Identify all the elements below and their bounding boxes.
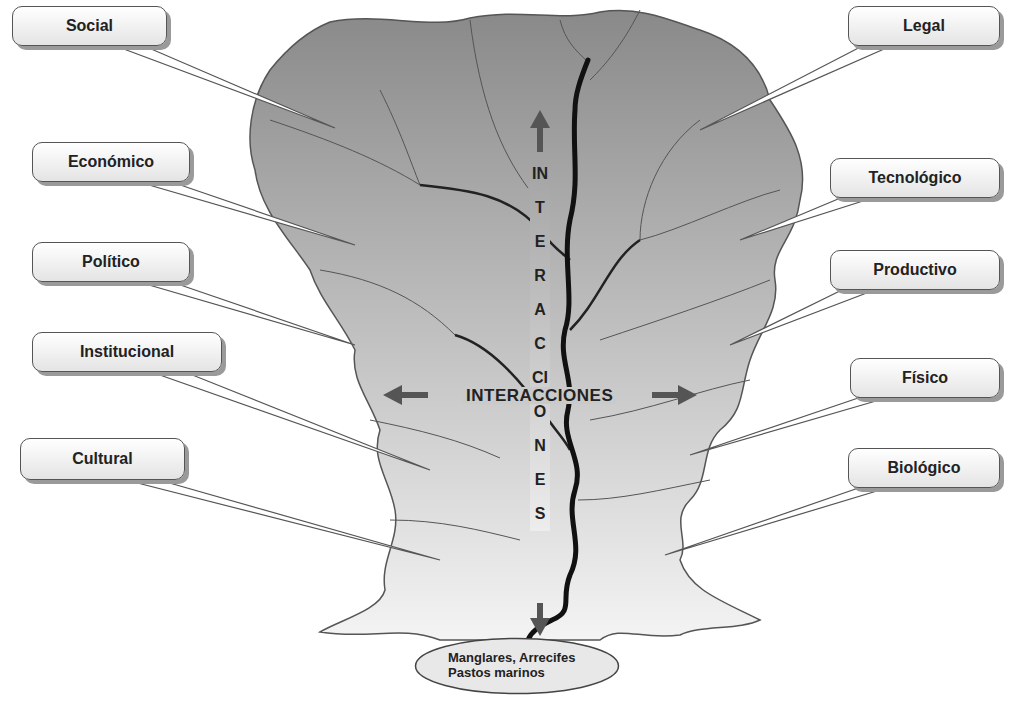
dimension-name: Productivo xyxy=(873,261,957,279)
dimension-name: Institucional xyxy=(80,343,174,361)
minor-streams xyxy=(270,10,780,540)
dimension-name: Social xyxy=(66,17,113,35)
dimension-callout: Biológico xyxy=(848,448,1000,488)
text-holder: Productivo xyxy=(873,261,957,279)
text-holder: Cultural xyxy=(72,450,132,468)
dimension-callout: Social xyxy=(12,6,167,46)
dimension-name: Legal xyxy=(903,17,945,35)
interaction-arrows xyxy=(383,110,697,636)
text-holder: Económico xyxy=(68,153,154,171)
text-holder: Manglares, Arrecifes Pastos marinos xyxy=(448,651,604,681)
dimension-callout: Político xyxy=(32,242,190,282)
horizontal-interactions-label: INTERACCIONES xyxy=(462,387,617,404)
text-holder: Político xyxy=(82,253,140,271)
callout-tails xyxy=(105,42,900,560)
dimension-callout: Cultural xyxy=(20,438,185,480)
text-holder: Social xyxy=(66,17,113,35)
dimension-name: Biológico xyxy=(888,459,961,477)
text-holder: Tecnológico xyxy=(868,169,961,187)
text-holder: Biológico xyxy=(888,459,961,477)
dimension-name: Tecnológico xyxy=(868,169,961,187)
ecosystem-text: Manglares, Arrecifes Pastos marinos xyxy=(448,651,604,681)
dimension-callout: Institucional xyxy=(32,332,222,372)
watershed-outline xyxy=(250,11,803,640)
dimension-callout: Legal xyxy=(848,6,1000,46)
ellipse-shape xyxy=(416,639,619,694)
dimension-name: Cultural xyxy=(72,450,132,468)
dimension-name: Político xyxy=(82,253,140,271)
main-river xyxy=(528,60,588,640)
text-holder: Físico xyxy=(902,369,948,387)
dimension-name: Físico xyxy=(902,369,948,387)
dimension-callout: Físico xyxy=(850,358,1000,398)
dimension-callout: Tecnológico xyxy=(830,158,1000,198)
text-holder: Institucional xyxy=(80,343,174,361)
dimension-name: Económico xyxy=(68,153,154,171)
coastal-ecosystem-ellipse: Manglares, Arrecifes Pastos marinos xyxy=(414,637,620,695)
text-holder: Legal xyxy=(903,17,945,35)
dimension-callout: Económico xyxy=(32,142,190,182)
dimension-callout: Productivo xyxy=(830,250,1000,290)
vertical-interactions-label: INTERACCIONES xyxy=(530,157,550,531)
